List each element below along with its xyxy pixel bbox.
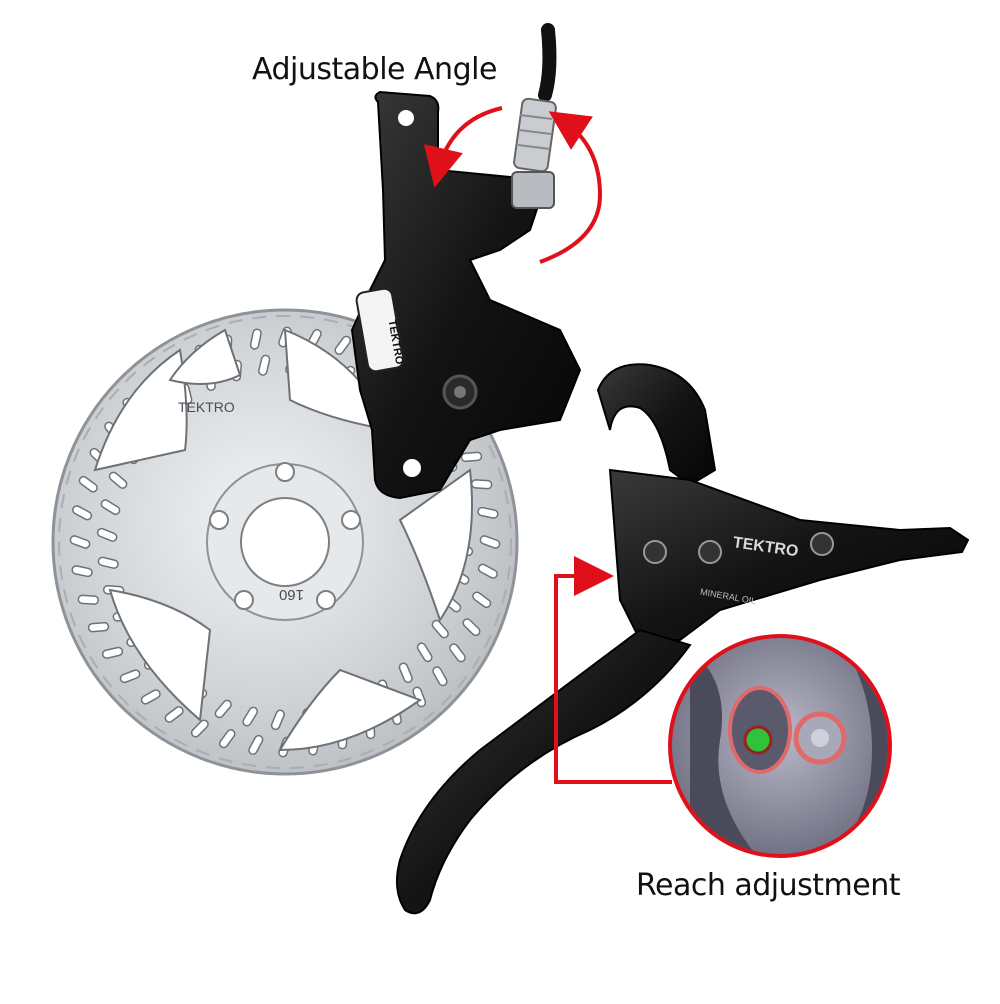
reach-pointer [554, 556, 672, 784]
rotor-slot [470, 479, 493, 490]
adjustable-angle-label: Adjustable Angle [252, 52, 497, 87]
rotor-slot [218, 729, 236, 749]
rotor-slot [270, 709, 285, 731]
rotor-slot [100, 499, 121, 516]
rotor-slot [249, 328, 262, 350]
rotor-slot [71, 565, 93, 578]
rotor-slot [119, 669, 141, 684]
rotor-slot [214, 699, 232, 719]
rotor-slot [472, 591, 492, 609]
rotor-slot [432, 666, 448, 687]
rotor-slot [477, 506, 499, 519]
rotor-slot [460, 451, 483, 463]
reach-adjustment-label: Reach adjustment [636, 868, 901, 903]
rotor-slot [97, 556, 119, 569]
rotor-slot [72, 505, 93, 521]
rotor-slot [479, 535, 501, 549]
rotor-slot [258, 354, 271, 376]
rotor-slot [449, 643, 466, 663]
rotor-slot [87, 621, 110, 633]
rotor-slot [96, 527, 118, 542]
rotor-slot [190, 719, 209, 738]
rotor-slot [108, 471, 128, 489]
rotor-slot [69, 535, 91, 549]
rotor-brand-text: TEKTRO [178, 399, 235, 415]
rotor-slot [248, 734, 264, 755]
rotor-slot [140, 689, 161, 705]
rotor-slot [477, 563, 498, 579]
rotor-slot [101, 646, 124, 659]
rotor-slot [78, 475, 98, 493]
rotor-slot [334, 335, 352, 355]
brake-lever: TEKTRO MINERAL OIL [395, 363, 970, 915]
rotor-size-text: 160 [279, 586, 304, 603]
reach-pin [743, 725, 773, 755]
rotor-slot [431, 619, 449, 639]
rotor-slot [462, 618, 481, 637]
rotor-slot [77, 594, 100, 605]
angle-arrows [423, 106, 603, 264]
brake-hose [511, 23, 557, 209]
rotor-slot [416, 642, 433, 663]
rotor-slot [398, 662, 413, 684]
rotor-slot [164, 706, 184, 723]
rotor-slot [242, 706, 259, 727]
reach-detail-inset [668, 634, 892, 858]
